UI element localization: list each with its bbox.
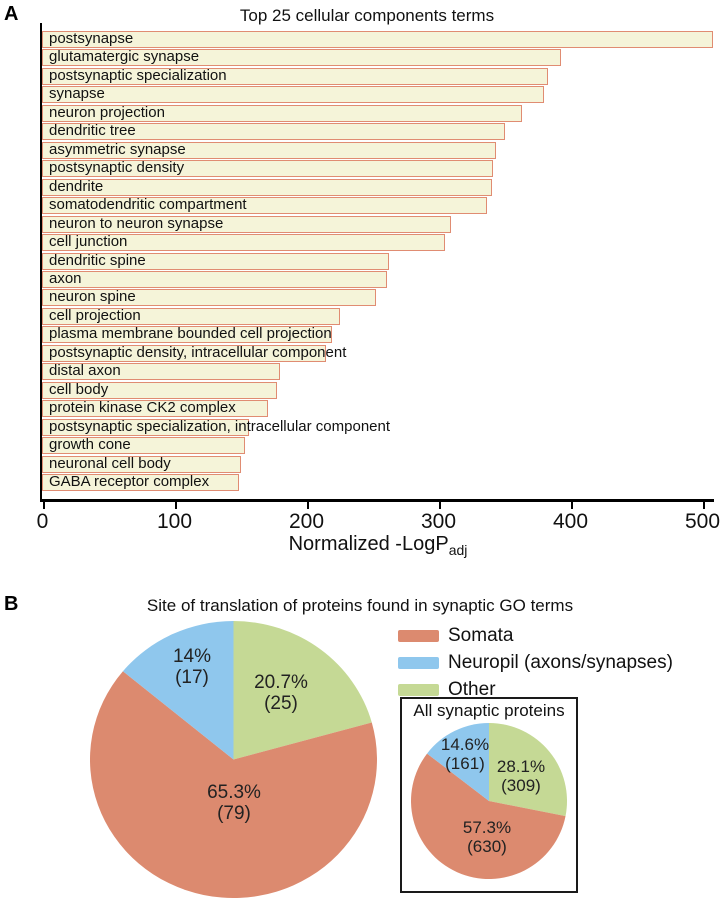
bar-row: plasma membrane bounded cell projection bbox=[42, 325, 333, 344]
x-axis-tick-mark bbox=[702, 501, 705, 509]
bar-row: cell body bbox=[42, 380, 277, 399]
pie-value-label: 65.3%(79) bbox=[207, 782, 261, 824]
legend-item: Other bbox=[398, 676, 673, 703]
bar-row: glutamatergic synapse bbox=[42, 48, 561, 67]
x-axis-tick-label: 500 bbox=[684, 510, 721, 533]
bar-row: asymmetric synapse bbox=[42, 140, 497, 159]
panel-b-letter: B bbox=[4, 593, 19, 615]
x-axis-title-subscript: adj bbox=[448, 542, 468, 558]
bar-label: postsynapse bbox=[49, 30, 134, 47]
bar-label: dendritic tree bbox=[49, 122, 136, 140]
bar-label: asymmetric synapse bbox=[49, 140, 186, 158]
x-axis-tick-label: 100 bbox=[156, 510, 193, 533]
bar-label: growth cone bbox=[49, 436, 131, 454]
panel-a-title: Top 25 cellular components terms bbox=[239, 6, 495, 25]
bar-label: postsynaptic specialization, intracellul… bbox=[49, 417, 391, 435]
bar-label: cell body bbox=[49, 380, 109, 398]
x-axis-tick-label: 400 bbox=[552, 510, 589, 533]
x-axis-tick-mark bbox=[42, 501, 45, 509]
bar-label: dendritic spine bbox=[49, 251, 146, 269]
bar-row: dendrite bbox=[42, 177, 493, 196]
bar-row: dendritic tree bbox=[42, 122, 506, 141]
pie-value-label: 14%(17) bbox=[172, 646, 212, 688]
bar-row: cell junction bbox=[42, 233, 445, 252]
pie-value-label: 57.3%(630) bbox=[462, 818, 512, 856]
bar-label: cell junction bbox=[49, 233, 128, 251]
y-axis-line bbox=[40, 23, 42, 501]
bar-label: synapse bbox=[49, 85, 105, 103]
x-axis-tick-label: 0 bbox=[36, 510, 49, 533]
x-axis-tick-mark bbox=[570, 501, 573, 509]
legend-item: Neuropil (axons/synapses) bbox=[398, 649, 673, 676]
x-axis-title-main: Normalized -LogP bbox=[288, 533, 449, 555]
bar-label: dendrite bbox=[49, 177, 104, 195]
bar-row: growth cone bbox=[42, 436, 246, 455]
x-axis-line bbox=[40, 499, 714, 502]
bar-row: GABA receptor complex bbox=[42, 473, 239, 492]
bar-label: plasma membrane bounded cell projection bbox=[49, 325, 332, 343]
pie-slice-other bbox=[233, 621, 372, 760]
legend-label: Other bbox=[448, 678, 496, 700]
pie-slice-somata bbox=[411, 753, 566, 879]
legend-swatch bbox=[398, 629, 439, 642]
pie-value-label: 14.6%(161) bbox=[440, 735, 490, 773]
bar-row: axon bbox=[42, 269, 387, 288]
legend-label: Neuropil (axons/synapses) bbox=[448, 651, 673, 673]
pie-slice-somata bbox=[90, 671, 377, 898]
bar-row: neuron to neuron synapse bbox=[42, 214, 452, 233]
pie-slice-neuropil bbox=[427, 723, 489, 801]
bar-label: somatodendritic compartment bbox=[49, 196, 247, 214]
bar-label: GABA receptor complex bbox=[49, 473, 210, 491]
pie-value-label: 28.1%(309) bbox=[496, 757, 546, 795]
main-pie-chart bbox=[90, 621, 377, 898]
bar-row: neuronal cell body bbox=[42, 454, 242, 473]
bar-row: postsynaptic specialization bbox=[42, 66, 548, 85]
bar-row: postsynapse bbox=[42, 31, 713, 48]
legend-item: Somata bbox=[398, 622, 673, 649]
x-axis-tick-mark bbox=[174, 501, 177, 509]
bar-label: neuron projection bbox=[49, 103, 165, 121]
x-axis-title: Normalized -LogPadj bbox=[42, 533, 714, 558]
bar-row: postsynaptic density bbox=[42, 159, 494, 178]
pie-slice-neuropil bbox=[122, 621, 234, 760]
x-axis-tick-mark bbox=[438, 501, 441, 509]
panel-a-letter: A bbox=[4, 3, 19, 25]
bar-row: synapse bbox=[42, 85, 544, 104]
bar-row: postsynaptic specialization, intracellul… bbox=[42, 418, 390, 436]
bar-label: postsynaptic density bbox=[49, 159, 185, 177]
bar-label: axon bbox=[49, 269, 82, 287]
bar-row: dendritic spine bbox=[42, 251, 390, 270]
legend-swatch bbox=[398, 656, 439, 669]
bar-label: neuron spine bbox=[49, 288, 136, 306]
bar-row: distal axon bbox=[42, 362, 280, 381]
bar-row: postsynaptic density, intracellular comp… bbox=[42, 344, 346, 362]
bar-label: cell projection bbox=[49, 306, 141, 324]
inset-title: All synaptic proteins bbox=[413, 701, 565, 720]
bar-row: neuron projection bbox=[42, 103, 523, 122]
bar-label: distal axon bbox=[49, 362, 121, 380]
bar-label: postsynaptic specialization bbox=[49, 66, 227, 84]
bar-row: cell projection bbox=[42, 306, 341, 325]
bar-row: somatodendritic compartment bbox=[42, 196, 487, 215]
pie-slice-other bbox=[489, 723, 568, 817]
inset-pie-chart bbox=[411, 723, 568, 879]
x-axis-tick-label: 200 bbox=[288, 510, 325, 533]
pie-value-label: 20.7%(25) bbox=[254, 672, 308, 714]
bar-label: postsynaptic density, intracellular comp… bbox=[49, 343, 347, 361]
panel-b-title: Site of translation of proteins found in… bbox=[146, 596, 574, 615]
bar-row: neuron spine bbox=[42, 288, 376, 307]
bar-label: neuronal cell body bbox=[49, 454, 171, 472]
x-axis-tick-label: 300 bbox=[420, 510, 457, 533]
x-axis-tick-mark bbox=[306, 501, 309, 509]
bar-label: protein kinase CK2 complex bbox=[49, 399, 236, 417]
bar-row: protein kinase CK2 complex bbox=[42, 399, 268, 418]
legend-label: Somata bbox=[448, 624, 514, 646]
bar-label: glutamatergic synapse bbox=[49, 48, 200, 66]
bar-label: neuron to neuron synapse bbox=[49, 214, 224, 232]
legend-swatch bbox=[398, 683, 439, 696]
